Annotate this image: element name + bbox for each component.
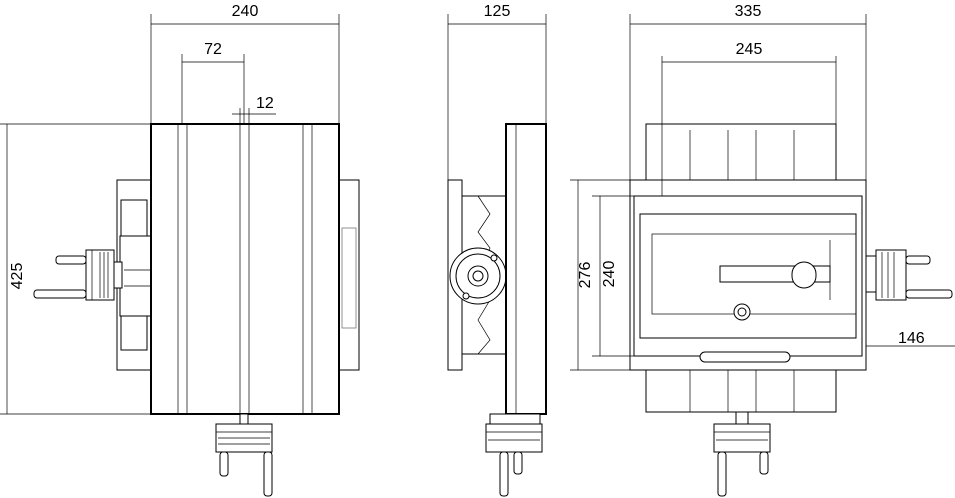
right-ear-slot bbox=[341, 227, 357, 329]
front-bottom-handwheel bbox=[713, 411, 771, 497]
side-view: 125 bbox=[447, 3, 547, 497]
dim-245-label: 245 bbox=[736, 41, 763, 58]
dim-125-label: 125 bbox=[484, 3, 511, 20]
dim-240-front-label: 240 bbox=[601, 261, 618, 288]
dim-240-front: 240 bbox=[592, 195, 634, 357]
dim-245: 245 bbox=[661, 41, 837, 196]
dim-72: 72 bbox=[181, 41, 245, 124]
dim-240: 240 bbox=[150, 3, 340, 124]
left-carriage bbox=[119, 235, 152, 317]
front-slot-bottom bbox=[699, 351, 791, 363]
front-lock-knob bbox=[791, 261, 817, 289]
dim-276-label: 276 bbox=[577, 262, 594, 289]
dim-335-label: 335 bbox=[735, 3, 762, 20]
top-table bbox=[150, 123, 340, 415]
side-handwheel bbox=[449, 247, 507, 305]
bottom-handwheel bbox=[215, 413, 273, 497]
dim-12: 12 bbox=[232, 95, 276, 124]
front-view: 335 245 276 240 146 bbox=[570, 3, 955, 497]
dim-425-label: 425 bbox=[9, 263, 26, 290]
top-view: 240 72 12 425 bbox=[0, 3, 360, 497]
left-handwheel bbox=[33, 249, 123, 301]
dim-146: 146 bbox=[866, 330, 955, 347]
dim-276: 276 bbox=[570, 179, 630, 371]
dim-335: 335 bbox=[629, 3, 867, 180]
dim-125: 125 bbox=[447, 3, 547, 180]
dim-72-label: 72 bbox=[204, 41, 222, 58]
front-right-handwheel bbox=[865, 249, 953, 301]
side-table bbox=[505, 123, 547, 415]
dim-146-label: 146 bbox=[898, 330, 925, 347]
dim-12-label: 12 bbox=[256, 95, 274, 112]
side-bottom-handwheel bbox=[485, 413, 543, 497]
dim-425: 425 bbox=[0, 123, 151, 415]
dim-240-label: 240 bbox=[232, 3, 259, 20]
